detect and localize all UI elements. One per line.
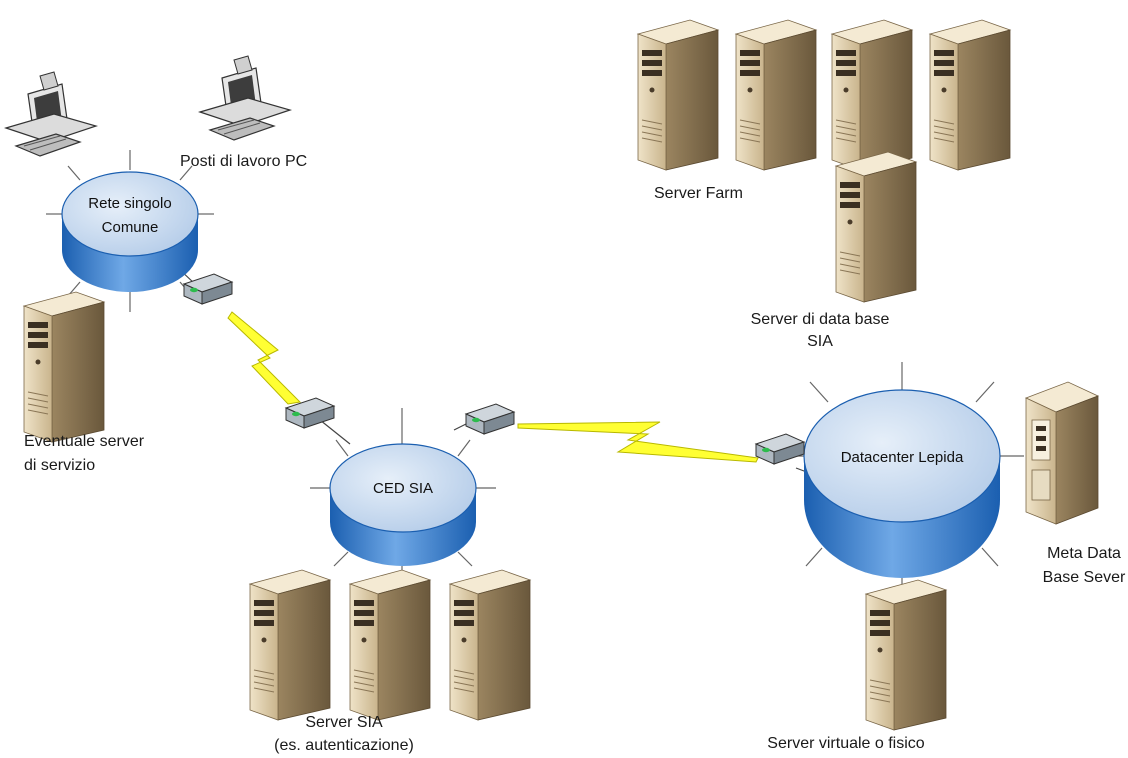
label-server-sia-line1: Server SIA [305, 714, 383, 731]
server-icon [349, 569, 431, 721]
router-icon [465, 403, 515, 435]
hub-rete-singolo-comune: Rete singolo Comune [46, 150, 214, 312]
desktop-pc-icon [5, 71, 97, 157]
server-icon [637, 19, 719, 171]
router-icon [755, 433, 805, 465]
label-server-farm: Server Farm [654, 185, 743, 202]
label-server-db-line2: SIA [807, 333, 833, 350]
label-server-db-line1: Server di data base [751, 311, 890, 328]
server-icon [449, 569, 531, 721]
hub-ced-sia: CED SIA [310, 408, 496, 586]
hub-rete-label-line1: Rete singolo [88, 195, 171, 212]
label-meta-data-line1: Meta Data [1047, 545, 1121, 562]
label-server-sia-line2: (es. autenticazione) [274, 737, 414, 754]
server-icon [929, 19, 1011, 171]
hub-datacenter-label: Datacenter Lepida [841, 449, 964, 466]
hub-ced-label: CED SIA [373, 480, 433, 497]
label-eventuale-server-line1: Eventuale server [24, 433, 145, 450]
hub-datacenter-lepida: Datacenter Lepida [784, 362, 1024, 598]
desktop-pc-icon [199, 55, 291, 141]
server-icon [735, 19, 817, 171]
hub-rete-label-line2: Comune [102, 219, 159, 236]
server-icon [835, 151, 917, 303]
label-eventuale-server-line2: di servizio [24, 457, 95, 474]
server-icon [831, 19, 913, 171]
server-icon [23, 291, 105, 443]
label-posti-di-lavoro: Posti di lavoro PC [180, 153, 307, 170]
router-icon [183, 273, 233, 305]
label-meta-data-line2: Base Sever [1043, 569, 1126, 586]
rack-server-icon [1024, 381, 1100, 525]
label-server-virtuale: Server virtuale o fisico [767, 735, 924, 752]
server-icon [865, 579, 947, 731]
lightning-bolt-right [517, 421, 759, 463]
server-icon [249, 569, 331, 721]
lightning-bolt-left [227, 311, 302, 405]
